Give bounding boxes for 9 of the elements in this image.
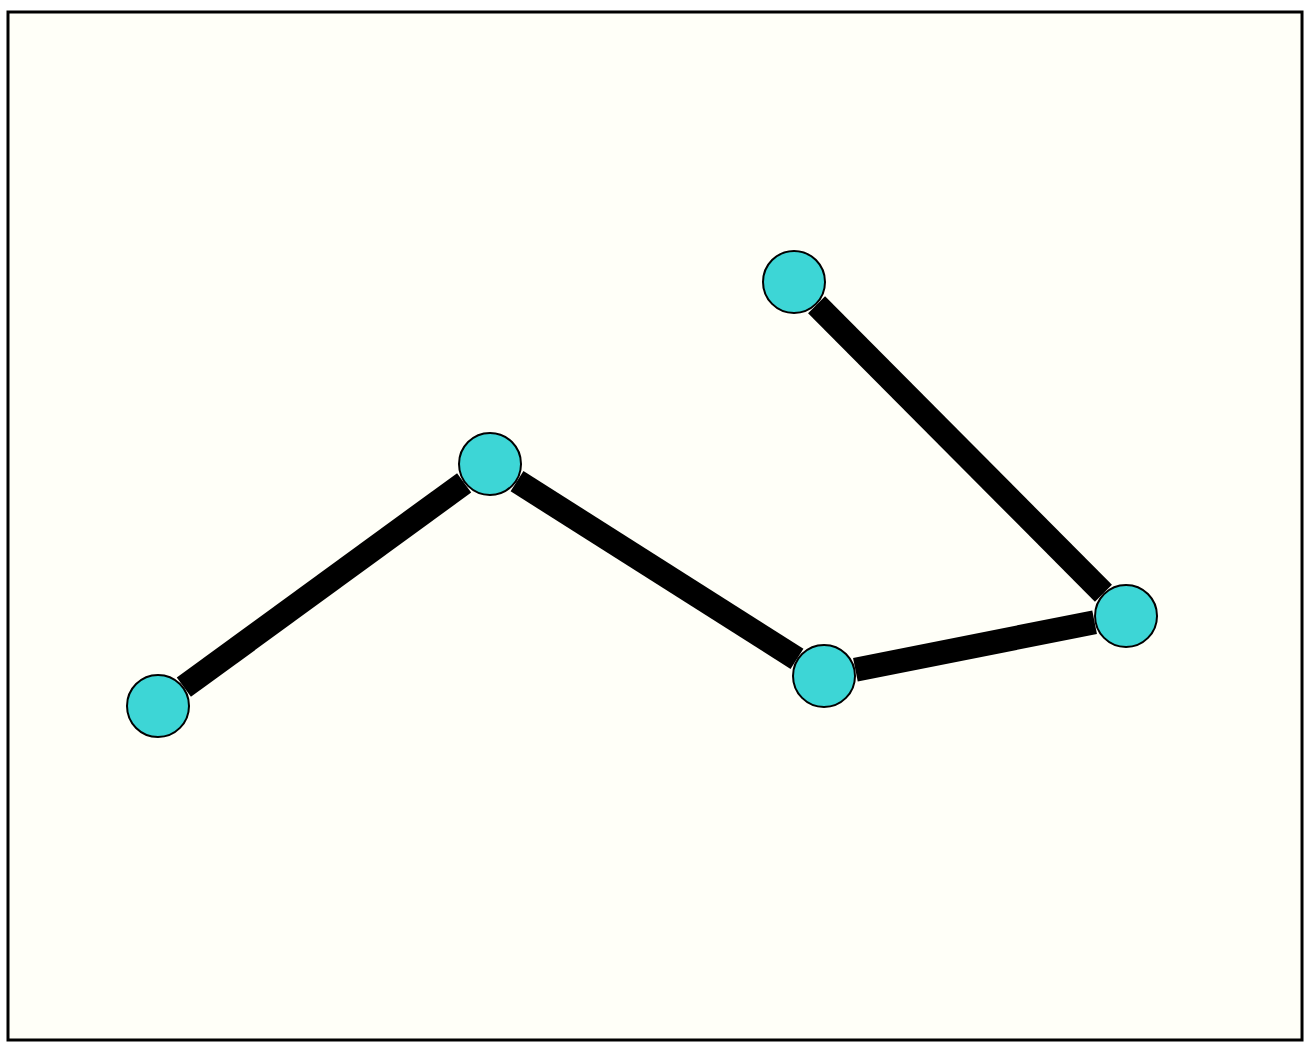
line	[510, 471, 804, 669]
circle-node	[792, 644, 856, 708]
circle-node	[126, 674, 190, 738]
circle-node	[1094, 584, 1158, 648]
circle-node	[458, 432, 522, 496]
circle-node	[762, 250, 826, 314]
line	[176, 473, 472, 697]
line	[853, 610, 1097, 682]
line	[808, 296, 1112, 602]
